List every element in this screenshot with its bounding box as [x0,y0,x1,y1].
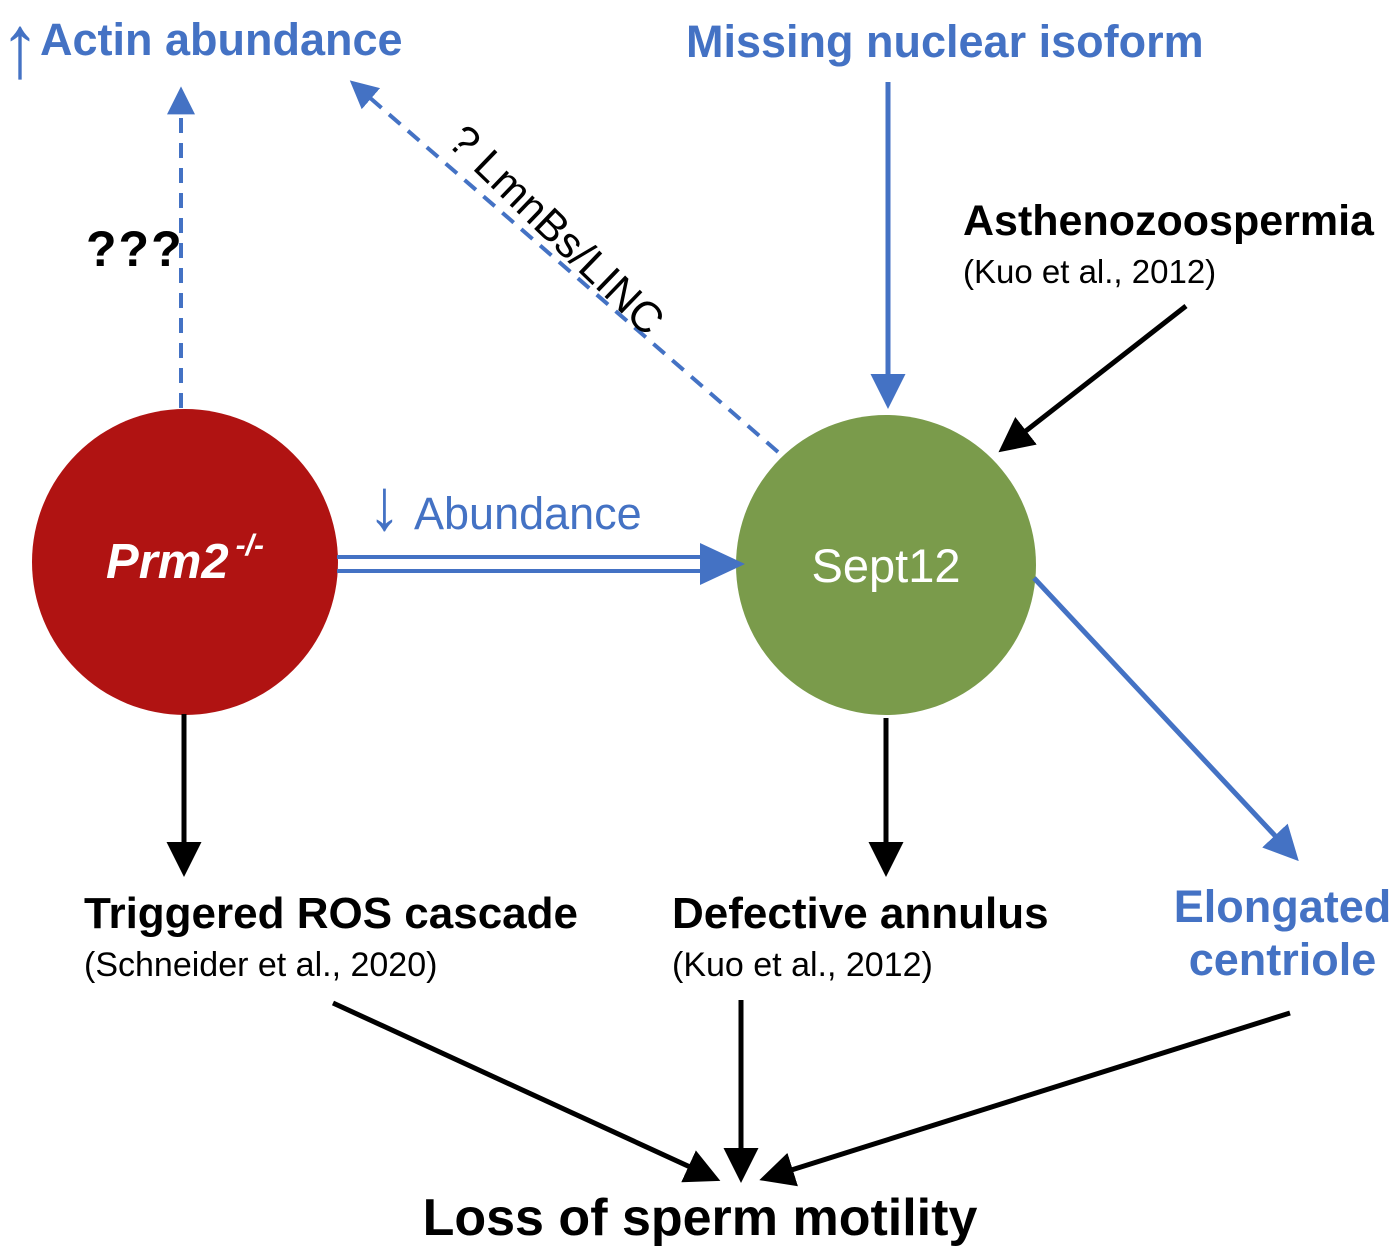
defective-annulus-label: Defective annulus [672,889,1049,938]
abundance-label: Abundance [414,488,642,539]
ros-cascade-block: Triggered ROS cascade (Schneider et al.,… [84,889,578,985]
ros-motility-arrow [331,1000,721,1183]
elongated-centriole-label: Elongated centriole [1173,881,1392,986]
missing-nuclear-isoform-label: Missing nuclear isoform [686,16,1204,67]
asthenozoospermia-citation: (Kuo et al., 2012) [963,253,1217,291]
sept12-gene-name: Sept12 [811,538,961,592]
sept12-node-circle [736,415,1036,715]
sept12-node-label: Sept12 [736,415,1036,715]
prm2-sept12-abundance-arrow [337,543,745,585]
ros-cascade-label: Triggered ROS cascade [84,889,578,938]
prm2-node-label: Prm2-/- [33,410,337,714]
asthenozoospermia-arrow [998,304,1188,453]
down-arrow-icon: ↓ [368,463,401,545]
asthenozoospermia-label: Asthenozoospermia [963,197,1374,245]
prm2-knockout-superscript: -/- [235,529,264,562]
loss-of-sperm-motility-block: Loss of sperm motility [0,1188,1400,1254]
prm2-node-circle [32,409,338,715]
loss-of-sperm-motility-label: Loss of sperm motility [415,1188,986,1254]
defective-annulus-citation: (Kuo et al., 2012) [672,946,933,985]
sept12-centriole-arrow [1032,576,1299,862]
ros-cascade-citation: (Schneider et al., 2020) [84,946,438,985]
asthenozoospermia-block: Asthenozoospermia (Kuo et al., 2012) [963,197,1374,291]
actin-abundance-label: Actin abundance [40,14,403,65]
question-marks-label: ??? [86,221,184,277]
up-arrow-icon: ↑ [0,0,40,97]
sept12-actin-lmnbs-dashed-arrow [349,80,780,454]
centriole-motility-arrow [759,1010,1291,1187]
prm2-gene-name: Prm2 [106,535,229,589]
defective-annulus-block: Defective annulus (Kuo et al., 2012) [672,889,1049,985]
